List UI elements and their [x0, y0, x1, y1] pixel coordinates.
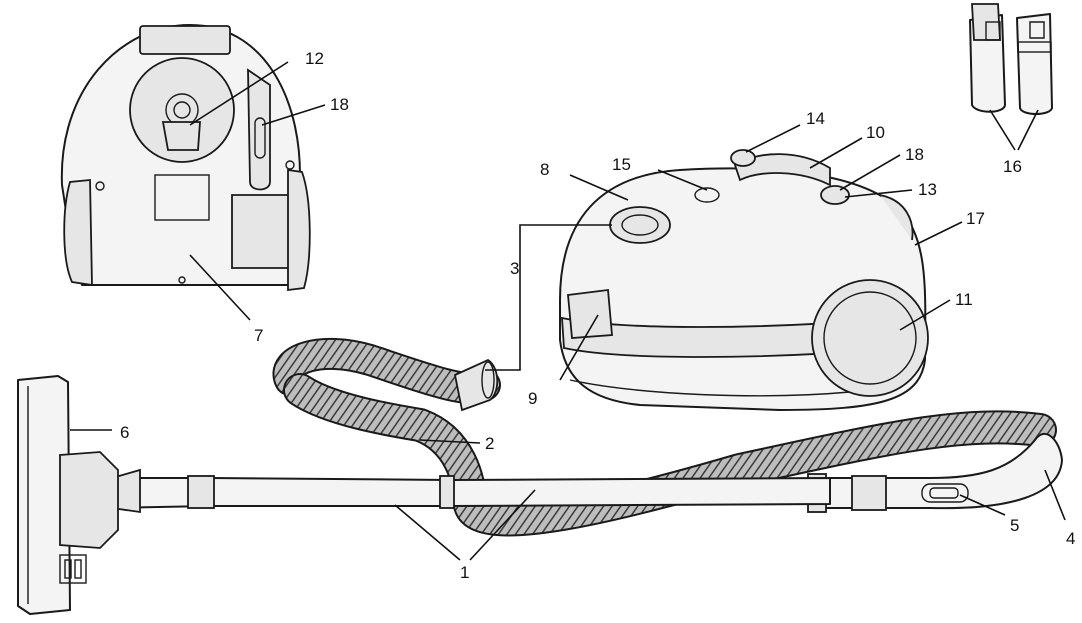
brush-tool — [1016, 13, 1053, 115]
accessory-tools — [969, 3, 1053, 115]
callout-10: 10 — [866, 123, 885, 142]
bag-indicator — [694, 187, 720, 203]
hose-inlet — [609, 206, 671, 244]
callout-9: 9 — [528, 389, 537, 408]
rear-handle — [139, 25, 231, 55]
rear-left-wheel — [63, 179, 93, 287]
callout-6: 6 — [120, 423, 129, 442]
callout-18-body: 18 — [905, 145, 924, 164]
callout-11: 11 — [955, 290, 973, 309]
callout-15: 15 — [612, 155, 631, 174]
main-wheel — [811, 279, 929, 397]
flexible-hose — [272, 337, 1057, 537]
front-bumper — [567, 288, 613, 339]
rear-right-wheel — [287, 168, 311, 292]
rear-view-cleaner — [60, 24, 311, 292]
hose-connector — [453, 358, 499, 412]
callout-1: 1 — [460, 563, 469, 582]
callout-5: 5 — [1010, 516, 1019, 535]
cleaner-body — [559, 149, 929, 411]
telescopic-tube — [109, 468, 831, 514]
callout-7: 7 — [254, 326, 263, 345]
bag-lock-lever — [161, 121, 201, 151]
leader-lines — [70, 61, 1066, 561]
callout-13: 13 — [918, 180, 937, 199]
cord-rewind-slot — [247, 68, 271, 191]
callout-3: 3 — [510, 259, 519, 278]
callout-14: 14 — [806, 109, 825, 128]
callout-2: 2 — [485, 434, 494, 453]
callout-17: 17 — [966, 209, 985, 228]
air-regulator — [921, 483, 969, 503]
callout-8: 8 — [540, 160, 549, 179]
callout-18-rear: 18 — [330, 95, 349, 114]
callout-4: 4 — [1066, 529, 1075, 548]
callout-12: 12 — [305, 49, 324, 68]
floor-nozzle — [17, 375, 119, 615]
carry-handle — [733, 153, 831, 187]
rear-hose-socket — [129, 57, 235, 163]
callout-16: 16 — [1003, 157, 1022, 176]
power-switch — [730, 149, 756, 167]
callout-labels: 1 2 3 4 5 6 7 8 9 10 11 12 13 14 15 16 1… — [120, 49, 1075, 582]
rewind-button — [820, 185, 850, 205]
